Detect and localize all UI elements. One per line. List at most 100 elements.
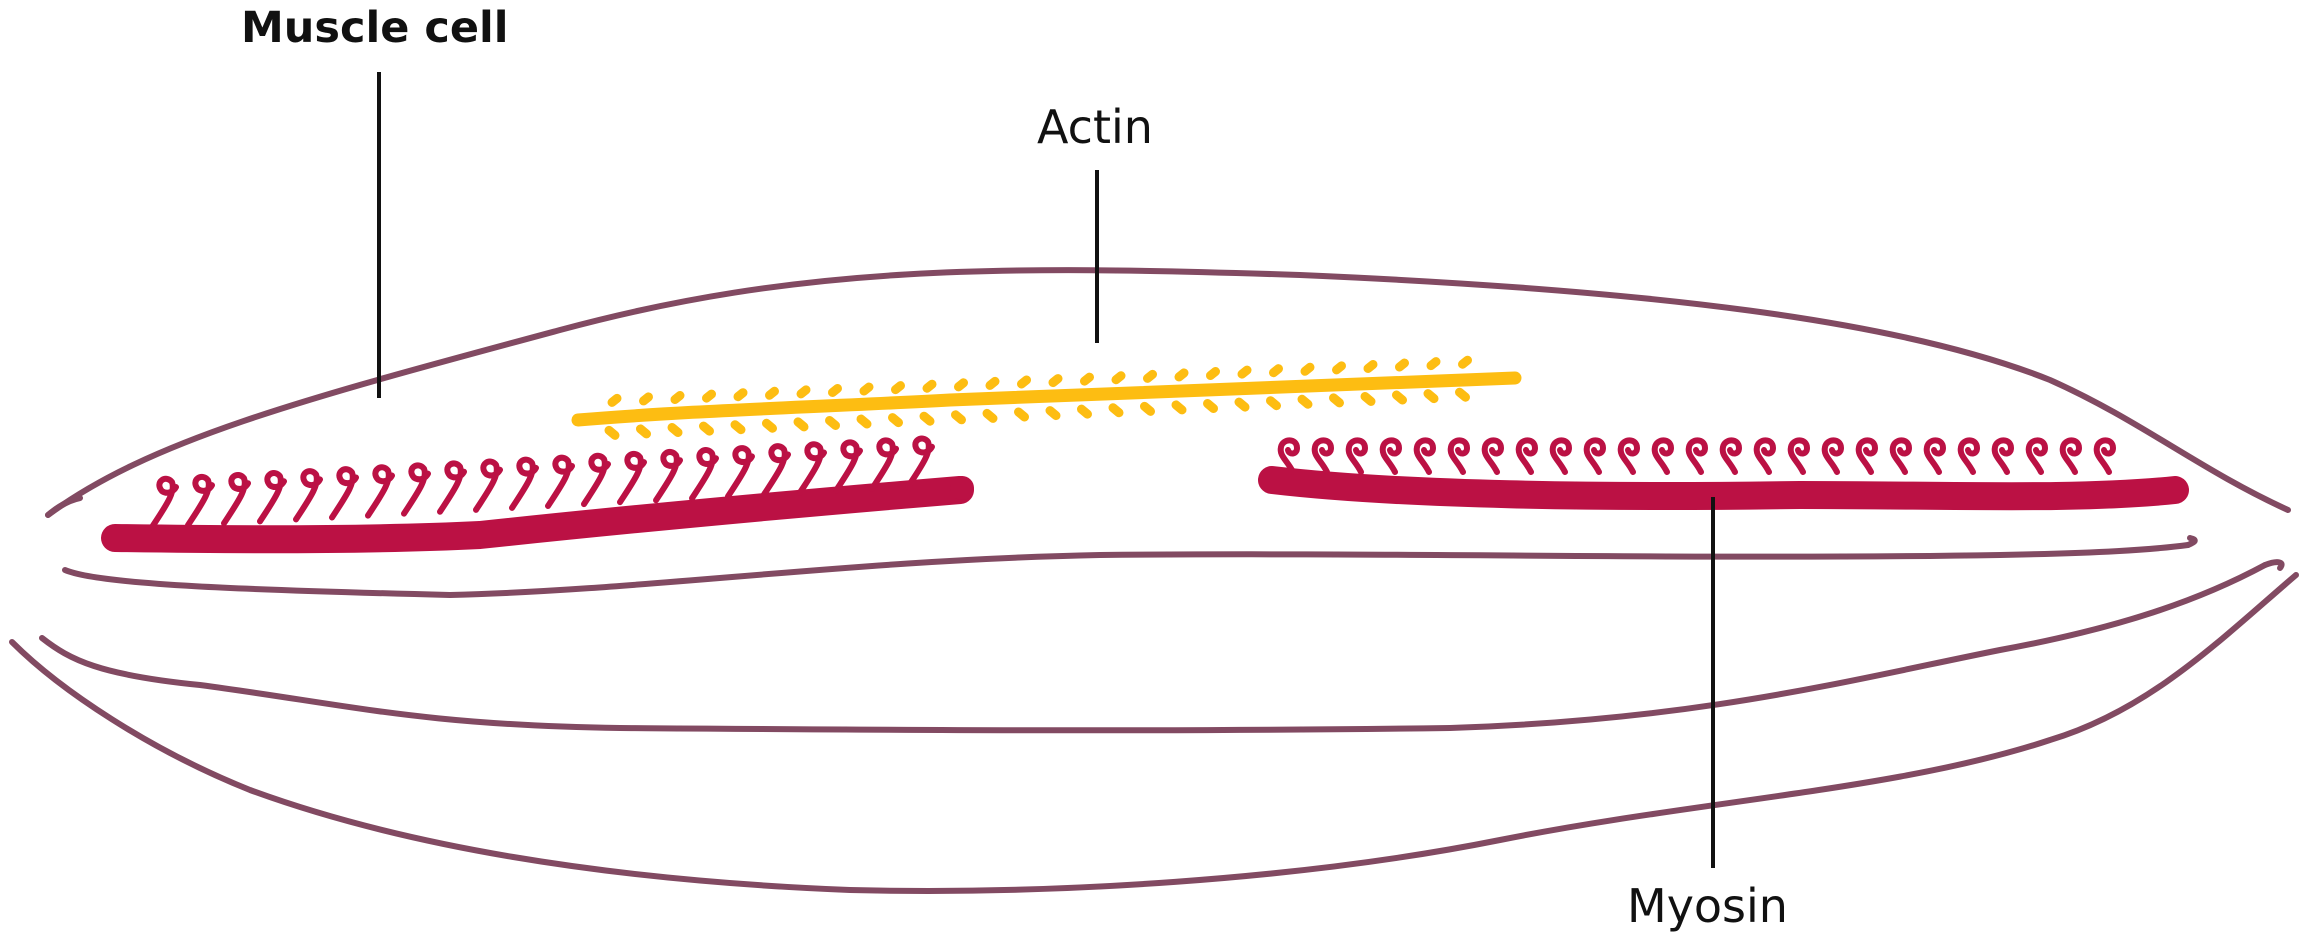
actin-barb (1019, 412, 1025, 417)
myosin-filament-right (1272, 440, 2175, 496)
myosin-head (584, 456, 608, 504)
myosin-head (836, 442, 860, 490)
actin-barb (1271, 401, 1277, 406)
actin-barb (1148, 374, 1153, 378)
myosin-head (1927, 440, 1943, 472)
myosin-head (188, 477, 212, 525)
myosin-head (1961, 440, 1977, 472)
myosin-head (368, 467, 392, 515)
myosin-head (152, 479, 176, 527)
actin-barb (609, 430, 615, 435)
actin-barb (801, 390, 806, 394)
actin-barb (1337, 366, 1342, 370)
myosin-head (656, 452, 680, 500)
myosin-head (260, 473, 284, 521)
myosin-head (1349, 440, 1365, 472)
myosin-head (224, 475, 248, 523)
myosin-left-end-cap (950, 476, 974, 500)
actin-barb (1305, 367, 1310, 371)
actin-barb (1463, 360, 1468, 364)
myosin-head (692, 450, 716, 498)
actin-filament (578, 360, 1515, 435)
myosin-head (1519, 440, 1535, 472)
myosin-head (2063, 440, 2079, 472)
actin-barb (1116, 376, 1121, 380)
myosin-right-backbone (1272, 480, 2175, 496)
myosin-label: Myosin (1627, 883, 1788, 929)
actin-barb (833, 388, 838, 392)
actin-barb (1145, 406, 1151, 411)
actin-barb (1179, 373, 1184, 377)
myosin-head (1383, 440, 1399, 472)
actin-barb (1022, 380, 1027, 384)
myosin-head (512, 460, 536, 508)
actin-barb (612, 398, 617, 402)
myosin-head (440, 463, 464, 511)
actin-barb (1239, 402, 1245, 407)
actin-barb (1460, 392, 1466, 397)
myosin-head (1791, 440, 1807, 472)
actin-barb (704, 426, 710, 431)
actin-barb (1334, 398, 1340, 403)
actin-barb (1050, 411, 1056, 416)
myosin-head (404, 465, 428, 513)
actin-barb (1428, 394, 1434, 399)
actin-barb (830, 420, 836, 425)
myosin-head (1689, 440, 1705, 472)
upper-cell-right-tip (2188, 538, 2195, 545)
actin-barb (1211, 372, 1216, 376)
myosin-head (1825, 440, 1841, 472)
myosin-head (2029, 440, 2045, 472)
leader-lines (379, 72, 1713, 868)
myosin-head (1995, 440, 2011, 472)
myosin-head (728, 448, 752, 496)
myosin-head (1859, 440, 1875, 472)
myosin-head (1621, 440, 1637, 472)
actin-barb (987, 413, 993, 418)
actin-barb (707, 394, 712, 398)
actin-barb (1274, 369, 1279, 373)
myosin-head (1587, 440, 1603, 472)
actin-barb (672, 428, 678, 433)
actin-barb (956, 415, 962, 420)
myosin-head (1553, 440, 1569, 472)
actin-label: Actin (1037, 104, 1153, 150)
myosin-head (1723, 440, 1739, 472)
actin-barb (1082, 409, 1088, 414)
actin-barb (896, 386, 901, 390)
myosin-head (476, 462, 500, 510)
actin-barb (1365, 396, 1371, 401)
myosin-head (296, 471, 320, 519)
actin-barb (641, 429, 647, 434)
actin-barb (735, 425, 741, 430)
myosin-head (1485, 440, 1501, 472)
actin-barb (1242, 370, 1247, 374)
myosin-head (872, 440, 896, 488)
actin-barb (738, 393, 743, 397)
myosin-head (1315, 440, 1331, 472)
actin-barb (990, 381, 995, 385)
actin-barb (927, 384, 932, 388)
actin-barb (1368, 364, 1373, 368)
actin-barb (1085, 377, 1090, 381)
muscle-cell-label: Muscle cell (241, 7, 509, 50)
myosin-head (1655, 440, 1671, 472)
myosin-head (1451, 440, 1467, 472)
upper-cell-bottom-edge (65, 545, 2188, 595)
myosin-head (2097, 440, 2113, 472)
actin-barb (770, 391, 775, 395)
actin-barb (864, 387, 869, 391)
actin-barb (893, 418, 899, 423)
myosin-right-heads (1281, 440, 2113, 472)
myosin-head (548, 458, 572, 506)
actin-barb (644, 397, 649, 401)
myosin-head (1893, 440, 1909, 472)
actin-barb (767, 423, 773, 428)
actin-barb (959, 383, 964, 387)
actin-barb (1113, 408, 1119, 413)
actin-barb (1400, 363, 1405, 367)
actin-barb (861, 419, 867, 424)
myosin-head (764, 446, 788, 494)
lower-cell-right-tip (2265, 562, 2282, 568)
